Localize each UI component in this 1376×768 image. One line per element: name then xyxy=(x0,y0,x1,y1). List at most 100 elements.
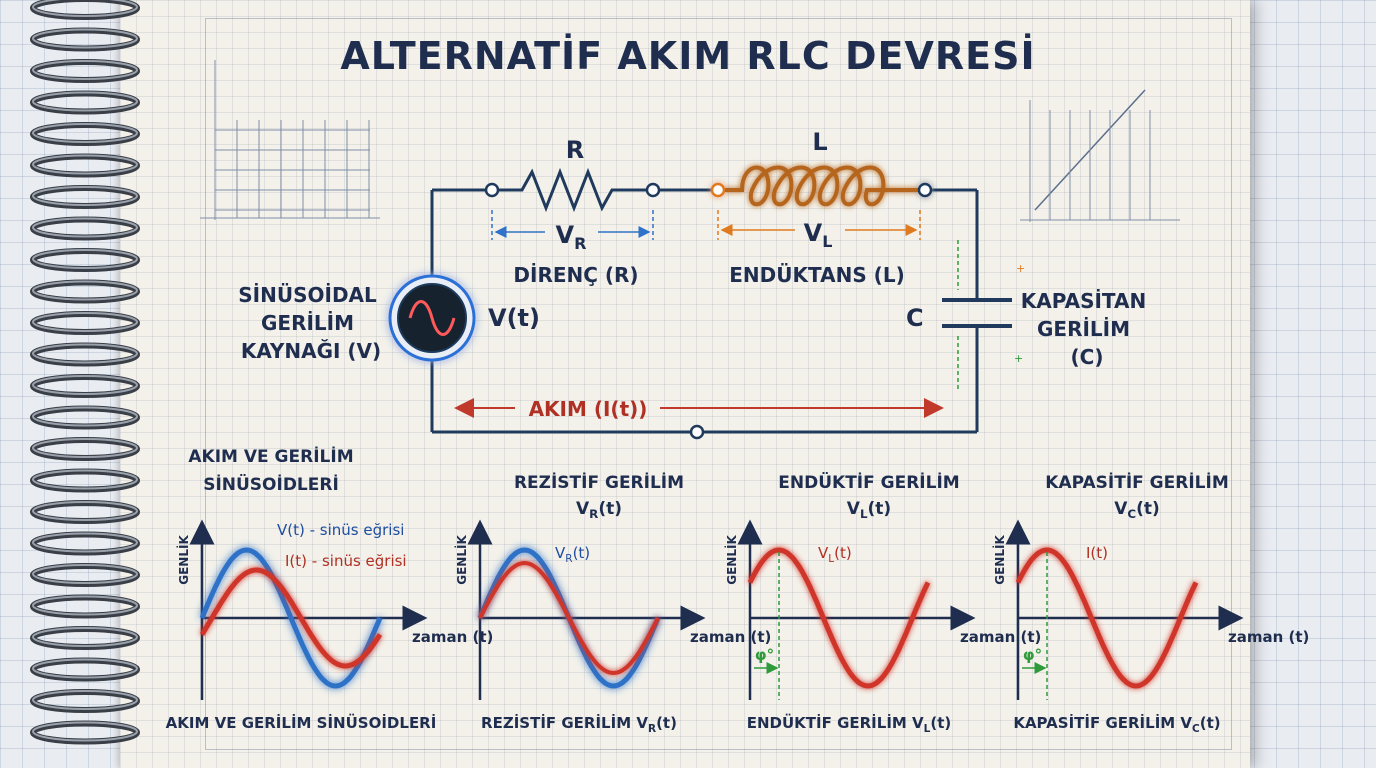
panel-title-line-2-main: V xyxy=(576,499,590,519)
spiral-ring-highlight xyxy=(32,249,138,269)
vr-curve-label-main: V xyxy=(555,544,566,562)
source-symbol: V(t) xyxy=(488,304,540,332)
spiral-ring-highlight xyxy=(32,564,138,584)
capacitor-symbol: C xyxy=(906,304,924,332)
x-axis-label: zaman (t) xyxy=(690,628,771,646)
vr-label-main: V xyxy=(556,221,575,249)
phase-label: φ° xyxy=(1023,646,1042,664)
panel-caption-sub: L xyxy=(924,723,931,735)
resistor-terminal-left xyxy=(484,182,500,198)
spiral-ring-highlight xyxy=(32,91,138,112)
spiral-ring-highlight xyxy=(32,658,138,679)
inductor xyxy=(710,165,933,207)
panel-caption: REZİSTİF GERİLİM VR(t) xyxy=(481,713,677,735)
decor-graph-right xyxy=(1020,89,1180,222)
phase-shifted-curve xyxy=(747,547,931,689)
vr-curve-label-rest: (t) xyxy=(573,544,591,562)
x-axis-label: zaman (t) xyxy=(960,628,1041,646)
x-axis-label: zaman (t) xyxy=(412,628,493,646)
y-axis-label: GENLİK xyxy=(992,535,1007,585)
curve-label: VL(t) xyxy=(818,544,852,565)
vl-dimension xyxy=(717,210,921,240)
sine-wave-icon xyxy=(408,300,456,336)
source-label-line-1: SİNÜSOİDAL xyxy=(238,283,377,307)
curve-label-sub: L xyxy=(828,553,834,565)
phase-label: φ° xyxy=(755,646,774,664)
spiral-ring-highlight xyxy=(32,343,138,364)
current-curve-label: I(t) - sinüs eğrisi xyxy=(285,552,407,570)
capacitor-plus-top: + xyxy=(1016,262,1025,275)
spiral-binding xyxy=(30,0,140,745)
y-axis-label: GENLİK xyxy=(176,535,191,585)
panel-title-line-2: VC(t) xyxy=(1114,499,1160,521)
spiral-ring-highlight xyxy=(32,123,138,143)
capacitor-label: KAPASİTAN GERİLİM (C) xyxy=(1021,289,1153,369)
capacitor-label-line-2: GERİLİM xyxy=(1037,317,1130,341)
current-label: AKIM (I(t)) xyxy=(529,397,648,421)
capacitor-label-line-3: (C) xyxy=(1071,345,1104,369)
panel-title-line-2-rest: (t) xyxy=(598,499,622,519)
spiral-ring-highlight xyxy=(32,595,138,616)
panel-caption: AKIM VE GERİLİM SİNÜSOİDLERİ xyxy=(166,713,437,732)
vr-dimension xyxy=(491,210,654,240)
vr-label: VR xyxy=(556,221,587,253)
resistor-symbol: R xyxy=(566,136,584,164)
spiral-ring-highlight xyxy=(32,186,138,206)
panel-title-line-2-sub: L xyxy=(860,507,868,521)
phase-shifted-curve xyxy=(1015,547,1199,689)
notebook-page xyxy=(120,0,1250,768)
panel-caption-rest: (t) xyxy=(1200,714,1221,732)
resistor-label: DİRENÇ (R) xyxy=(513,263,638,287)
bottom-node xyxy=(689,424,705,440)
voltage-curve xyxy=(199,547,383,689)
resistor-terminal-right xyxy=(645,182,661,198)
spiral-ring-highlight xyxy=(32,721,138,742)
curve-label: I(t) xyxy=(1086,544,1108,562)
page-title: ALTERNATİF AKIM RLC DEVRESİ xyxy=(340,34,1036,78)
panel-caption: ENDÜKTİF GERİLİM VL(t) xyxy=(747,713,952,735)
panel-title-line-2: VR(t) xyxy=(576,499,622,521)
spiral-ring-highlight xyxy=(32,469,138,490)
resistor xyxy=(484,167,661,213)
source-label: SİNÜSOİDAL GERİLİM KAYNAĞI (V) xyxy=(238,283,383,363)
panel-title-line-1: REZİSTİF GERİLİM xyxy=(514,471,684,493)
panel-title-line-1: ENDÜKTİF GERİLİM xyxy=(778,471,959,493)
panel-title-line-2-main: V xyxy=(1114,499,1128,519)
panel-title-line-2-sub: R xyxy=(589,507,598,521)
vl-label: VL xyxy=(804,219,833,251)
current-arrow xyxy=(454,398,944,440)
spiral-ring-highlight xyxy=(32,627,138,647)
vr-label-sub: R xyxy=(574,234,586,253)
capacitor-label-line-1: KAPASİTAN xyxy=(1021,289,1146,313)
panel-title-line-1: AKIM VE GERİLİM xyxy=(188,445,353,467)
voltage-curve-label: V(t) - sinüs eğrisi xyxy=(277,521,404,539)
spiral-ring-highlight xyxy=(32,375,138,395)
spiral-ring-highlight xyxy=(32,532,138,553)
panel-caption-main: REZİSTİF GERİLİM V xyxy=(481,713,648,732)
x-axis-label: zaman (t) xyxy=(1228,628,1309,646)
spiral-ring-highlight xyxy=(32,217,138,238)
panel-caption-main: KAPASİTİF GERİLİM V xyxy=(1013,713,1192,732)
y-axis-label: GENLİK xyxy=(724,535,739,585)
panel-title-line-2: VL(t) xyxy=(847,499,891,521)
curve-label-rest: (t) xyxy=(834,544,852,562)
vl-label-sub: L xyxy=(822,232,832,251)
panel-caption-sub: C xyxy=(1192,723,1200,735)
panel-caption-rest: (t) xyxy=(656,714,677,732)
spiral-ring-highlight xyxy=(32,312,138,332)
panel-caption-sub: R xyxy=(648,723,656,735)
current-curve xyxy=(199,567,383,669)
y-axis-label: GENLİK xyxy=(454,535,469,585)
spiral-ring-highlight xyxy=(32,501,138,521)
ac-source xyxy=(388,274,476,362)
spiral-ring-highlight xyxy=(32,438,138,458)
source-label-line-2: GERİLİM xyxy=(261,311,354,335)
inductor-terminal-left xyxy=(710,182,726,198)
inductor-terminal-right xyxy=(917,182,933,198)
panel-caption-main: ENDÜKTİF GERİLİM V xyxy=(747,713,924,732)
